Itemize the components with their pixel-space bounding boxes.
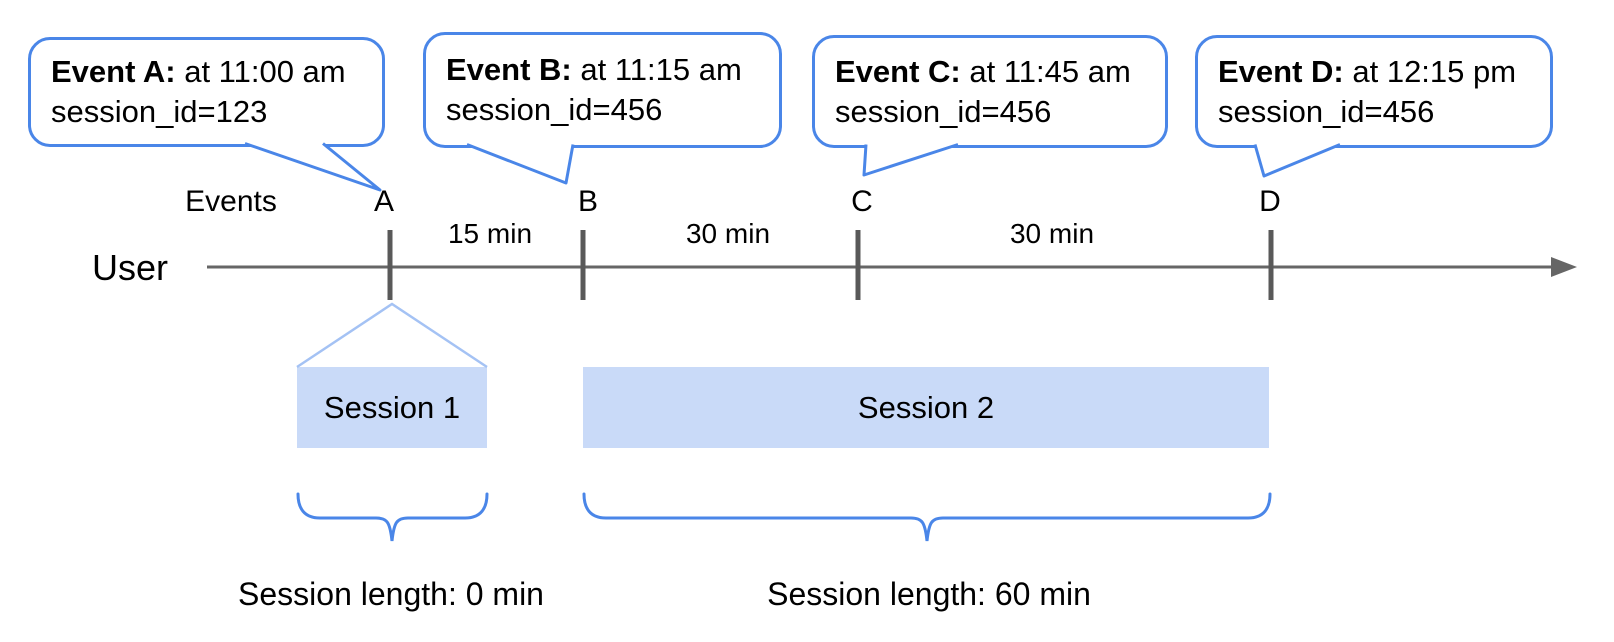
event-a-session-id: session_id=123 [51, 94, 268, 129]
interval-b-c-label: 30 min [685, 218, 771, 249]
event-b-session-id: session_id=456 [446, 92, 663, 127]
event-b-callout-line1: Event B: at 11:15 am [446, 50, 769, 90]
event-c-marker: C [851, 185, 873, 218]
event-b-marker: B [577, 185, 598, 218]
session-1-length-label: Session length: 0 min [238, 576, 544, 612]
event-d-callout-line1: Event D: at 12:15 pm [1218, 52, 1540, 92]
session-1-bar: Session 1 [297, 367, 487, 448]
event-c-callout-tail [862, 143, 959, 177]
event-c-time: at 11:45 am [960, 53, 1131, 89]
event-b-title: Event B: [446, 52, 572, 87]
interval-c-d-label: 30 min [1009, 218, 1095, 249]
events-row-label: Events [185, 185, 277, 218]
event-c-callout: Event C: at 11:45 am session_id=456 [812, 35, 1168, 148]
event-d-session-id: session_id=456 [1218, 93, 1435, 129]
session-2-label: Session 2 [857, 389, 995, 425]
event-a-marker: A [373, 185, 394, 218]
event-d-callout: Event D: at 12:15 pm session_id=456 [1195, 35, 1553, 148]
event-a-callout-tail [244, 142, 382, 192]
event-b-callout-tail [466, 143, 575, 185]
event-d-title: Event D: [1218, 53, 1344, 89]
user-axis-label: User [92, 247, 169, 288]
event-d-callout-tail [1253, 143, 1341, 178]
event-c-session-id: session_id=456 [835, 93, 1052, 129]
interval-a-b-label: 15 min [447, 218, 533, 249]
session-1-label: Session 1 [323, 389, 461, 425]
session-1-brace [296, 492, 489, 542]
event-d-time: at 12:15 pm [1343, 53, 1517, 89]
event-a-session-funnel [296, 302, 488, 369]
event-c-callout-line1: Event C: at 11:45 am [835, 52, 1155, 92]
session-2-bar: Session 2 [583, 367, 1269, 448]
event-b-callout: Event B: at 11:15 am session_id=456 [423, 32, 782, 148]
event-a-callout: Event A: at 11:00 am session_id=123 [28, 37, 385, 147]
event-c-title: Event C: [835, 53, 961, 89]
session-2-brace [582, 492, 1272, 542]
event-b-time: at 11:15 am [571, 52, 742, 87]
timeline-arrowhead-icon [1551, 257, 1577, 277]
event-a-time: at 11:00 am [175, 54, 346, 89]
event-a-callout-line1: Event A: at 11:00 am [51, 52, 372, 92]
event-a-title: Event A: [51, 54, 176, 89]
session-2-length-label: Session length: 60 min [767, 576, 1091, 612]
event-d-marker: D [1259, 185, 1281, 218]
